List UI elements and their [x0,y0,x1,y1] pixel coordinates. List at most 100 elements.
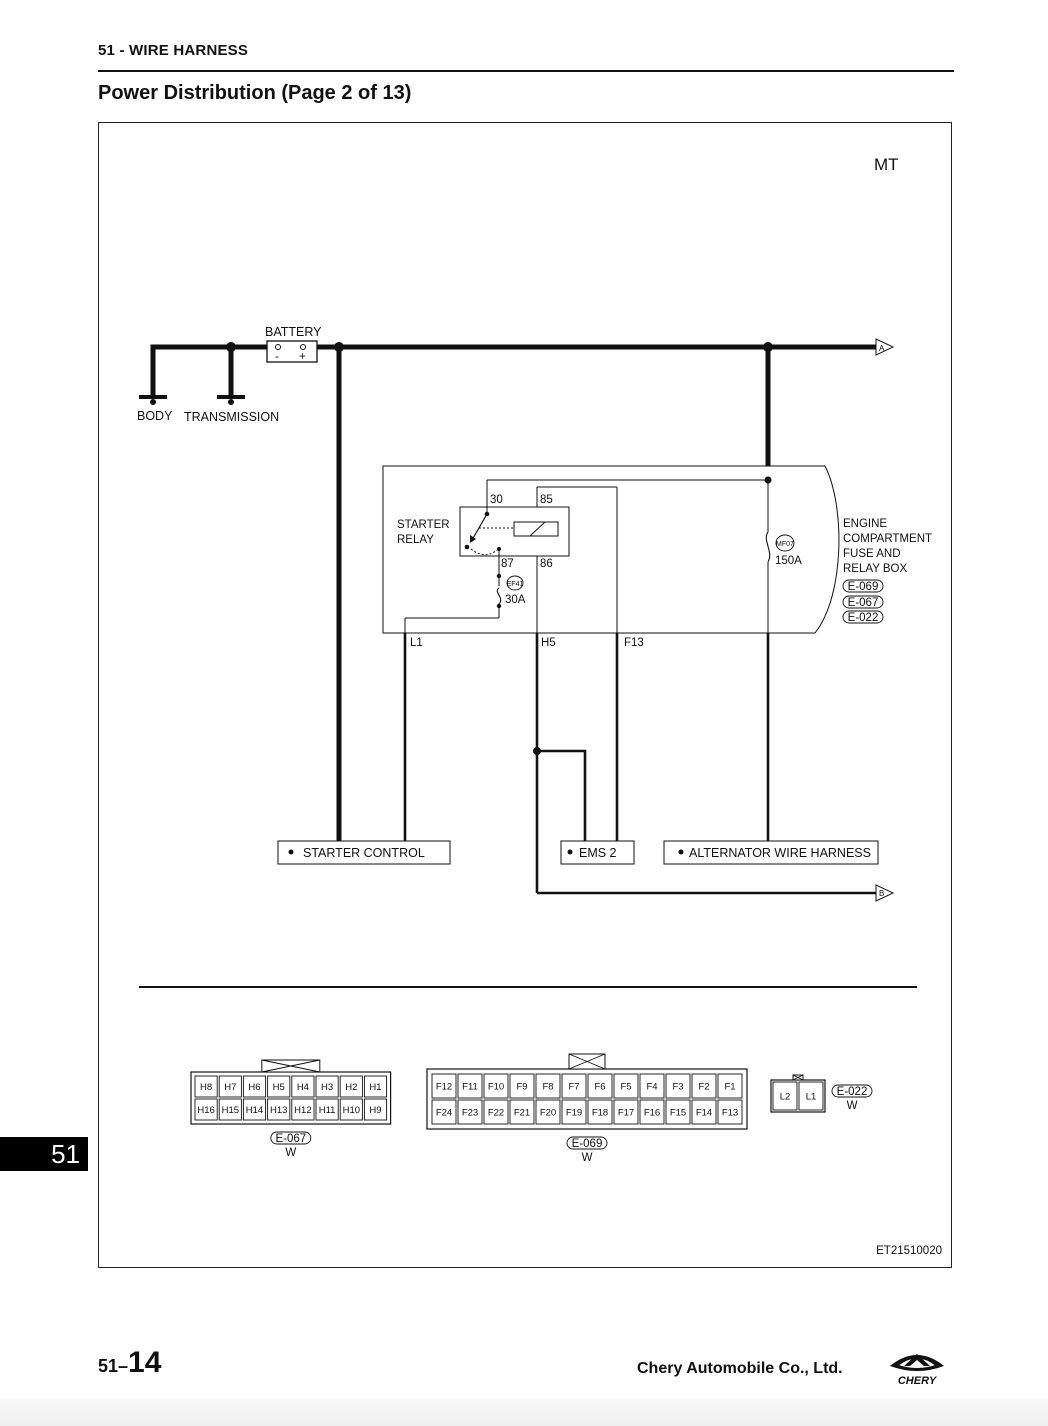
connector-pin-cell [717,1073,743,1099]
bottom-strip [0,1398,1048,1426]
connector-pin-label: H1 [369,1082,381,1093]
connector-pin-label: H13 [270,1105,287,1116]
svg-text:FUSE AND: FUSE AND [843,548,901,560]
connector-pin-cell [457,1073,483,1099]
fuse-box-connector-e067: E-067 [848,597,879,609]
relay-pin-86: 86 [540,558,553,570]
ground-label-body: BODY [137,409,173,423]
relay-pin-30: 30 [490,494,503,506]
battery-symbol: - + BATTERY [265,325,322,363]
connector-pin-cell [772,1081,798,1111]
connector-pin-cell [242,1075,267,1098]
connector-pin-label: F10 [488,1082,504,1093]
connector-pin-cell [613,1073,639,1099]
connector-pin-label: F16 [644,1108,660,1119]
connector-pin-label: L2 [780,1092,791,1103]
fuse-mf07: MF07 150A [764,531,802,567]
header-rule [98,70,954,72]
svg-text:ALTERNATOR WIRE HARNESS: ALTERNATOR WIRE HARNESS [689,846,871,860]
svg-text:A: A [879,344,885,353]
connector-pin-label: H10 [343,1105,360,1116]
connector-color-label: W [285,1147,296,1159]
connector-pin-cell [457,1099,483,1125]
fuse-mf07-rating: 150A [775,555,802,567]
fuse-box-label: ENGINE COMPARTMENT FUSE AND RELAY BOX E-… [842,518,932,624]
terminal-h5: H5 [541,637,556,649]
connector-pin-cell [339,1075,363,1098]
connector-pin-label: F11 [462,1082,478,1093]
connector-pin-label: H15 [222,1105,239,1116]
connector-pin-label: F17 [618,1108,634,1119]
connector-pin-cell [315,1075,339,1098]
fuse-box-connector-e069: E-069 [848,581,879,593]
connector-pin-cell [639,1099,665,1125]
connector-pin-label: F2 [698,1082,709,1093]
fuse-ef41-tag: EF41 [507,581,524,588]
ground-label-transmission: TRANSMISSION [184,410,279,424]
connector-pin-cell [665,1073,691,1099]
connector-pin-cell [691,1099,717,1125]
connector-pin-label: F4 [646,1082,657,1093]
svg-text:RELAY BOX: RELAY BOX [843,563,907,575]
connector-pin-cell [483,1099,509,1125]
fuse-box-feed-junction [764,476,772,484]
connector-pin-cell [509,1099,535,1125]
connector-pin-label: F19 [566,1108,582,1119]
starter-relay: STARTER RELAY 30 85 87 86 [397,494,570,570]
fuse-box-internal-wiring [404,479,769,633]
connector-pin-label: F7 [568,1082,579,1093]
fuse-mf07-tag: MF07 [776,541,794,548]
connector-pin-label: H6 [248,1082,260,1093]
connector-pin-label: F23 [462,1108,478,1119]
connector-pin-cell [315,1098,339,1121]
terminal-f13: F13 [624,637,644,649]
relay-label-line2: RELAY [397,534,434,546]
relay-label-line1: STARTER [397,519,450,531]
connector-pin-label: H3 [321,1082,333,1093]
connector-pin-cell [587,1073,613,1099]
connector-pin-cell [194,1075,218,1098]
diagram-frame [98,122,952,1268]
connector-pin-label: H14 [246,1105,263,1116]
ground-symbol-body: BODY [137,395,173,423]
connector-pin-cell [363,1075,388,1098]
connector-pin-label: H16 [197,1105,214,1116]
terminal-l1: L1 [410,637,423,649]
connector-pin-label: F6 [594,1082,605,1093]
company-name: Chery Automobile Co., Ltd. [637,1360,843,1377]
main-power-bus [150,344,876,841]
fuse-ef41-rating: 30A [505,594,526,606]
fuse-ef41: EF41 30A [495,573,526,609]
connector-pin-cell [535,1073,561,1099]
connector-pin-cell [483,1073,509,1099]
connector-pin-label: F5 [620,1082,631,1093]
connector-pin-label: F24 [436,1108,452,1119]
dest-starter-control: STARTER CONTROL [277,840,451,865]
connector-pin-cell [194,1098,218,1121]
connector-pin-label: F14 [696,1108,712,1119]
ground-symbol-transmission: TRANSMISSION [184,395,279,424]
connector-pin-label: F8 [542,1082,553,1093]
connector-id-label: E-067 [275,1133,306,1145]
svg-text:B: B [879,889,884,898]
page-title: Power Distribution (Page 2 of 13) [98,82,412,104]
connector-pin-label: F20 [540,1108,556,1119]
connector-id-label: E-069 [572,1138,603,1150]
connector-pin-label: L1 [806,1092,817,1103]
connector-color-label: W [847,1100,858,1112]
connector-pin-label: F21 [514,1108,530,1119]
connector-pin-label: H7 [224,1082,236,1093]
svg-text:COMPARTMENT: COMPARTMENT [843,533,932,545]
connector-pin-label: H12 [294,1105,311,1116]
connector-pin-cell [339,1098,363,1121]
connector-pin-cell [363,1098,388,1121]
connector-pin-label: H4 [297,1082,309,1093]
connector-pin-cell [291,1075,315,1098]
connector-pin-label: H2 [345,1082,357,1093]
chery-logo: CHERY [890,1354,944,1387]
connector-pin-cell [431,1099,457,1125]
